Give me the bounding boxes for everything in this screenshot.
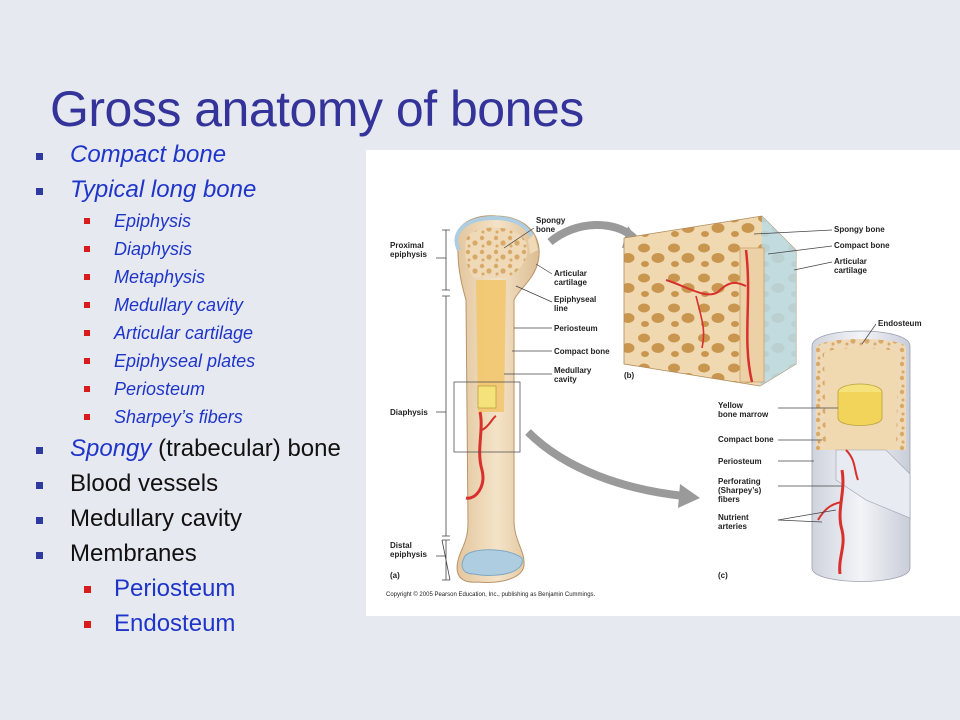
sub-bullet-marker <box>84 621 91 628</box>
label-panel-b: (b) <box>624 371 635 380</box>
sub-bullet-marker <box>84 358 90 364</box>
sub-bullet-periosteum: Periosteum <box>34 378 354 400</box>
panel-c-leaders <box>777 323 877 523</box>
label-compact-bone: Compact bone <box>554 347 610 356</box>
arrow-to-panel-c <box>525 429 685 500</box>
label-panel-c: (c) <box>718 571 728 580</box>
sub-bullet-marker <box>84 586 91 593</box>
sub-bullet-marker <box>84 246 90 252</box>
bone-shaft-section <box>811 330 911 582</box>
sub-bullet-marker <box>84 302 90 308</box>
arrow-head-c <box>678 484 700 508</box>
sub-bullet-marker <box>84 274 90 280</box>
sub-bullet-text: Epiphyseal plates <box>114 351 256 371</box>
bullet-marker <box>36 188 43 195</box>
label-c-compact-bone: Compact bone <box>718 435 774 444</box>
sub-bullet-marker <box>84 218 90 224</box>
bullet-marker <box>36 552 43 559</box>
sub-bullet-text: Sharpey’s fibers <box>114 407 243 427</box>
bullet-medullary-cavity: Medullary cavity <box>34 504 354 533</box>
sub-bullet-text: Medullary cavity <box>114 295 244 315</box>
bullet-marker <box>36 517 43 524</box>
bullet-text: Typical long bone <box>70 176 257 203</box>
sub-bullet-marker <box>84 414 90 420</box>
sub-bullet-sharpeys-fibers: Sharpey’s fibers <box>34 406 354 428</box>
arrow-to-panel-b <box>547 221 637 246</box>
sub-bullet-marker <box>84 386 90 392</box>
sub-bullet-text: Metaphysis <box>114 267 206 287</box>
panel-a-brackets <box>436 229 451 581</box>
bullet-membranes: Membranes <box>34 539 354 568</box>
sub-bullet-endosteum: Endosteum <box>34 609 354 638</box>
bullet-text-trabecular: (trabecular) bone <box>151 435 341 462</box>
bullet-compact-bone: Compact bone <box>34 140 354 169</box>
spongy-bone-block <box>623 215 797 387</box>
sub-bullet-text: Endosteum <box>114 610 236 637</box>
bullet-typical-long-bone: Typical long bone <box>34 175 354 204</box>
panel-b-leaders <box>753 229 833 271</box>
label-endosteum: Endosteum <box>878 319 922 328</box>
sub-bullet-metaphysis: Metaphysis <box>34 266 354 288</box>
sub-bullet-medullary-cavity: Medullary cavity <box>34 294 354 316</box>
sub-bullet-text: Periosteum <box>114 575 236 602</box>
bullet-spongy-bone: Spongy (trabecular) bone <box>34 434 354 463</box>
sub-bullet-epiphysis: Epiphysis <box>34 210 354 232</box>
sub-bullet-text: Periosteum <box>114 379 206 399</box>
label-b-spongy-bone: Spongy bone <box>834 225 885 234</box>
long-bone-drawing <box>453 215 540 583</box>
figure-copyright: Copyright © 2005 Pearson Education, Inc.… <box>386 591 596 598</box>
slide-title: Gross anatomy of bones <box>50 81 584 137</box>
label-c-periosteum: Periosteum <box>718 457 762 466</box>
bullet-text: Compact bone <box>70 141 227 168</box>
sub-bullet-periosteum-membrane: Periosteum <box>34 574 354 603</box>
sub-bullet-articular-cartilage: Articular cartilage <box>34 322 354 344</box>
bullet-text: Blood vessels <box>70 470 219 497</box>
bullet-marker <box>36 153 43 160</box>
label-diaphysis: Diaphysis <box>390 408 428 417</box>
label-periosteum: Periosteum <box>554 324 598 333</box>
sub-bullet-epiphyseal-plates: Epiphyseal plates <box>34 350 354 372</box>
label-perforating-fibers: Perforating(Sharpey’s)fibers <box>718 477 762 504</box>
sub-bullet-diaphysis: Diaphysis <box>34 238 354 260</box>
sub-bullet-text: Articular cartilage <box>114 323 254 343</box>
bullet-text: Membranes <box>70 540 197 567</box>
label-b-compact-bone: Compact bone <box>834 241 890 250</box>
sub-bullet-text: Diaphysis <box>114 239 193 259</box>
label-panel-a: (a) <box>390 571 400 580</box>
sub-bullet-text: Epiphysis <box>114 211 192 231</box>
bullet-marker <box>36 447 43 454</box>
bullet-blood-vessels: Blood vessels <box>34 469 354 498</box>
panel-a-leaders <box>503 227 553 375</box>
sub-bullet-marker <box>84 330 90 336</box>
bullet-text-spongy: Spongy <box>70 435 152 462</box>
bullet-text: Medullary cavity <box>70 505 243 532</box>
bullet-marker <box>36 482 43 489</box>
bullet-list: Compact bone Typical long bone Epiphysis… <box>34 140 354 644</box>
